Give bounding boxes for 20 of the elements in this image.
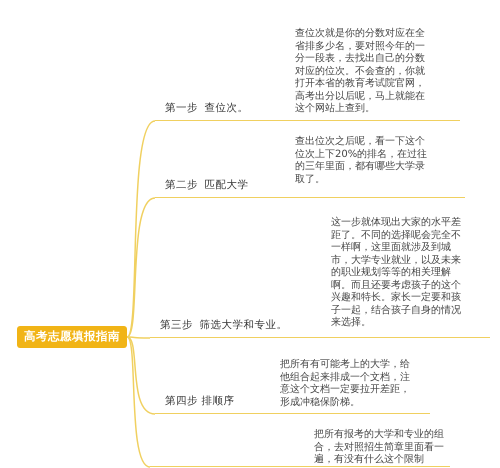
branch-topic bbox=[155, 25, 460, 121]
step-label: 第四步 排顺序 bbox=[165, 394, 234, 410]
branch-line bbox=[126, 197, 156, 338]
branch-line bbox=[127, 336, 150, 339]
step-description: 查位次就是你的分数对应在全省排多少名，要对照今年的一分一段表，去找出自己的分数对应的位次。不会查的，你就打开本省的教育考试院官网，高考出分以后呢，马上就能在这个网站上查到。 bbox=[295, 28, 426, 116]
step-description: 把所有报考的大学和专业的组合，去对照招生简章里面看一遍，有没有什么这个限制 bbox=[314, 429, 445, 466]
branch-topic bbox=[155, 134, 465, 198]
branch-topic bbox=[150, 214, 490, 338]
step-label: 第一步 查位次。 bbox=[165, 101, 249, 116]
branch-line bbox=[126, 336, 150, 468]
root-topic: 高考志愿填报指南 bbox=[17, 326, 127, 348]
branch-topic bbox=[155, 357, 430, 414]
branch-line bbox=[126, 120, 156, 338]
branch-line bbox=[126, 336, 156, 415]
step-description: 这一步就体现出大家的水平差距了。不同的选择呢会完全不一样啊，这里面就涉及到城市，大学专业就业，以及未来的职业规划等等的相关理解啊。而且还要考虑孩子的这个兴趣和特长。家长一定要和孩子一起，结合孩子自身的情况来选择。 bbox=[331, 217, 462, 330]
step-description: 把所有有可能考上的大学，给他组合起来排成一个文档，注意这个文档一定要拉开差距，形成冲稳保阶梯。 bbox=[280, 359, 411, 409]
step-label: 第二步 匹配大学 bbox=[165, 178, 249, 194]
step-description: 查出位次之后呢，看一下这个位次上下20%的排名，在过往的三年里面，都有哪些大学录取了。 bbox=[295, 136, 428, 186]
step-label: 第三步 筛选大学和专业。 bbox=[160, 318, 288, 334]
branch-topic bbox=[150, 428, 450, 467]
